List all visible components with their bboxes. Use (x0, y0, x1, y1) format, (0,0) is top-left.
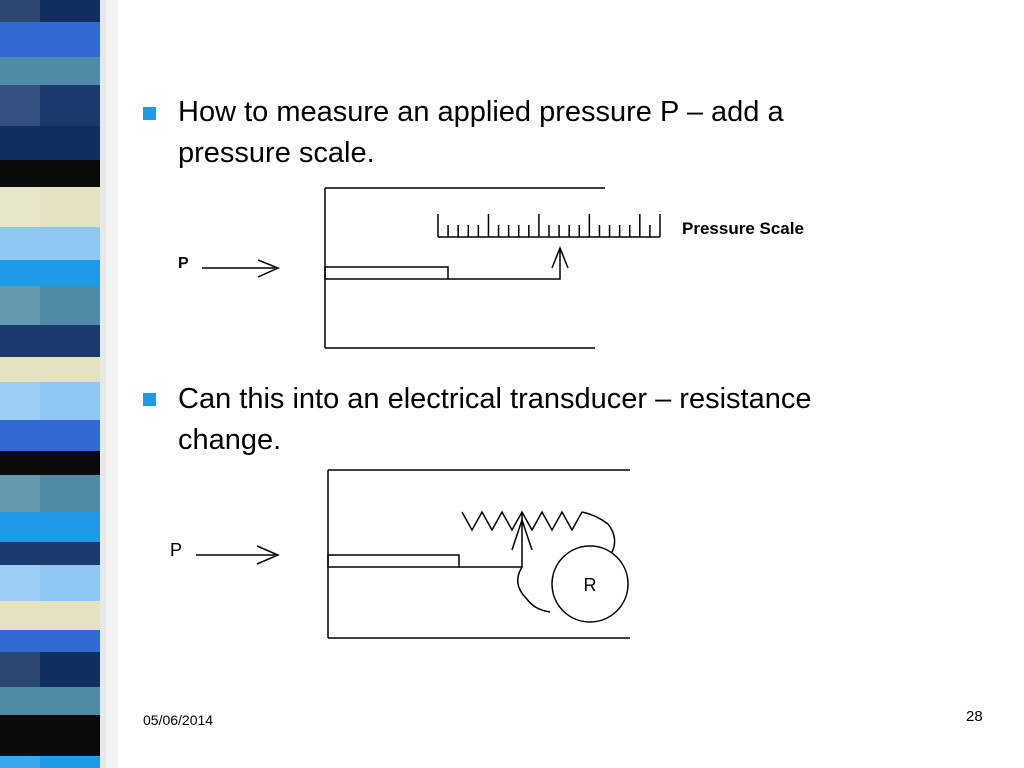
stripe-block (0, 512, 100, 542)
stripe-block (0, 630, 100, 652)
slide-date: 05/06/2014 (143, 712, 214, 728)
stripe-block (0, 57, 100, 85)
stripe-block (0, 187, 100, 227)
stripe-shade (0, 85, 40, 126)
stripe-block (0, 756, 100, 768)
stripe-shade (0, 652, 40, 687)
stripe-shade (0, 756, 40, 768)
bullet-text-line: pressure scale. (178, 137, 375, 169)
stripe-block (0, 565, 100, 601)
stripe-block (0, 126, 100, 160)
stripe-shade (0, 286, 40, 325)
pressure-scale-diagram: P Pressure Scale (178, 187, 804, 349)
stripe-shade (0, 187, 40, 227)
stripe-block (0, 160, 100, 187)
stripe-block (0, 286, 100, 325)
stripe-block (0, 475, 100, 512)
pressure-label: P (178, 255, 189, 272)
stripe-block (0, 260, 100, 286)
stripe-shade (0, 382, 40, 420)
stripe-block (0, 451, 100, 475)
bullet-text-line: How to measure an applied pressure P – a… (178, 96, 784, 128)
stripe-block (0, 0, 100, 22)
bullet-marker (143, 393, 156, 406)
stripe-shade (0, 0, 40, 22)
stripe-shade (0, 475, 40, 512)
stripe-block (0, 22, 100, 57)
decorative-stripe (0, 0, 118, 768)
stripe-block (0, 325, 100, 357)
stripe-block (0, 715, 100, 756)
stripe-block (0, 420, 100, 451)
slide-number: 28 (966, 708, 983, 725)
stripe-block (0, 85, 100, 126)
stripe-block (0, 652, 100, 687)
stripe-block (0, 357, 100, 382)
stripe-block (0, 601, 100, 630)
stripe-block (0, 382, 100, 420)
stripe-shade (0, 565, 40, 601)
pressure-label: P (170, 540, 182, 560)
resistor-label: R (584, 575, 597, 595)
bullet-marker (143, 107, 156, 120)
bullet-text-line: Can this into an electrical transducer –… (178, 383, 812, 415)
resistance-transducer-diagram: R P (170, 469, 630, 639)
bullet-text-line: change. (178, 424, 282, 456)
stripe-block (0, 542, 100, 565)
pressure-scale-label: Pressure Scale (682, 219, 804, 238)
stripe-block (0, 227, 100, 260)
stripe-block (0, 687, 100, 715)
